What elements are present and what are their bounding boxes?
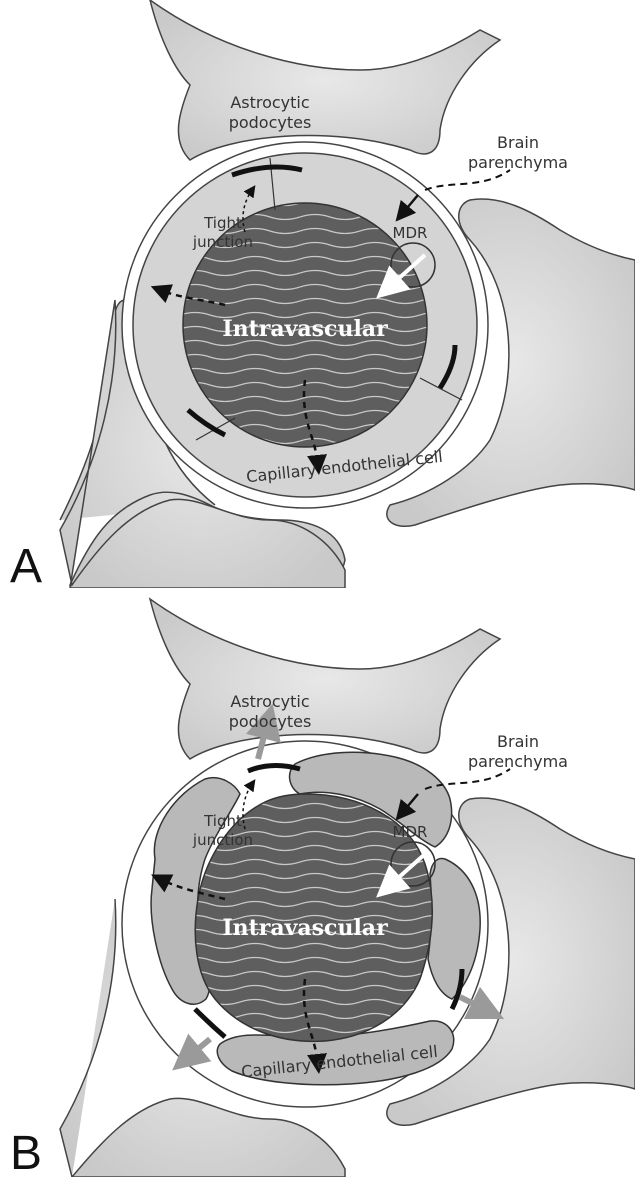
- label-intravascular: Intravascular: [222, 316, 388, 342]
- panel-b: Astrocytic podocytes Brain parenchyma Ti…: [0, 589, 635, 1177]
- label-podocytes: podocytes: [229, 113, 312, 132]
- label-astrocytic: Astrocytic: [230, 93, 309, 112]
- label-parenchyma: parenchyma: [468, 153, 568, 172]
- astrocyte-top: [150, 599, 500, 759]
- label-junction: junction: [192, 831, 253, 849]
- panel-letter-b: B: [10, 1127, 42, 1177]
- panel-a: Astrocytic podocytes Brain parenchyma Ti…: [0, 0, 635, 588]
- label-junction: junction: [192, 233, 253, 251]
- bbb-diagram-disrupted: Astrocytic podocytes Brain parenchyma Ti…: [0, 589, 635, 1177]
- astrocyte-top: [150, 0, 500, 160]
- panel-letter-a: A: [10, 540, 42, 588]
- label-parenchyma: parenchyma: [468, 752, 568, 771]
- label-brain: Brain: [497, 732, 539, 751]
- label-tight: Tight: [203, 214, 242, 232]
- bbb-diagram-normal: Astrocytic podocytes Brain parenchyma Ti…: [0, 0, 635, 588]
- label-brain: Brain: [497, 133, 539, 152]
- label-mdr: MDR: [393, 823, 428, 841]
- label-podocytes: podocytes: [229, 712, 312, 731]
- label-intravascular: Intravascular: [222, 915, 388, 941]
- label-tight: Tight: [203, 812, 242, 830]
- label-mdr: MDR: [393, 224, 428, 242]
- label-astrocytic: Astrocytic: [230, 692, 309, 711]
- brain-parenchyma-pointer: [425, 170, 510, 190]
